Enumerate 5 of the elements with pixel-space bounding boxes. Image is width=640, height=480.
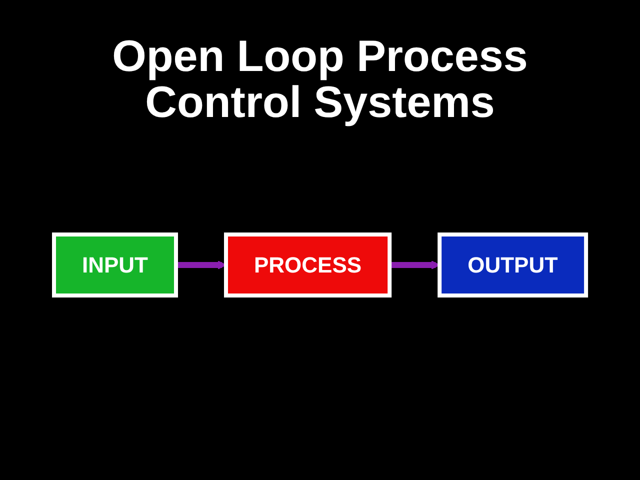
arrow	[390, 260, 440, 270]
node-box: INPUT	[52, 232, 178, 298]
title: Open Loop Process Control Systems	[111, 34, 529, 126]
node-box: PROCESS	[224, 232, 392, 298]
node-box: OUTPUT	[438, 232, 588, 298]
